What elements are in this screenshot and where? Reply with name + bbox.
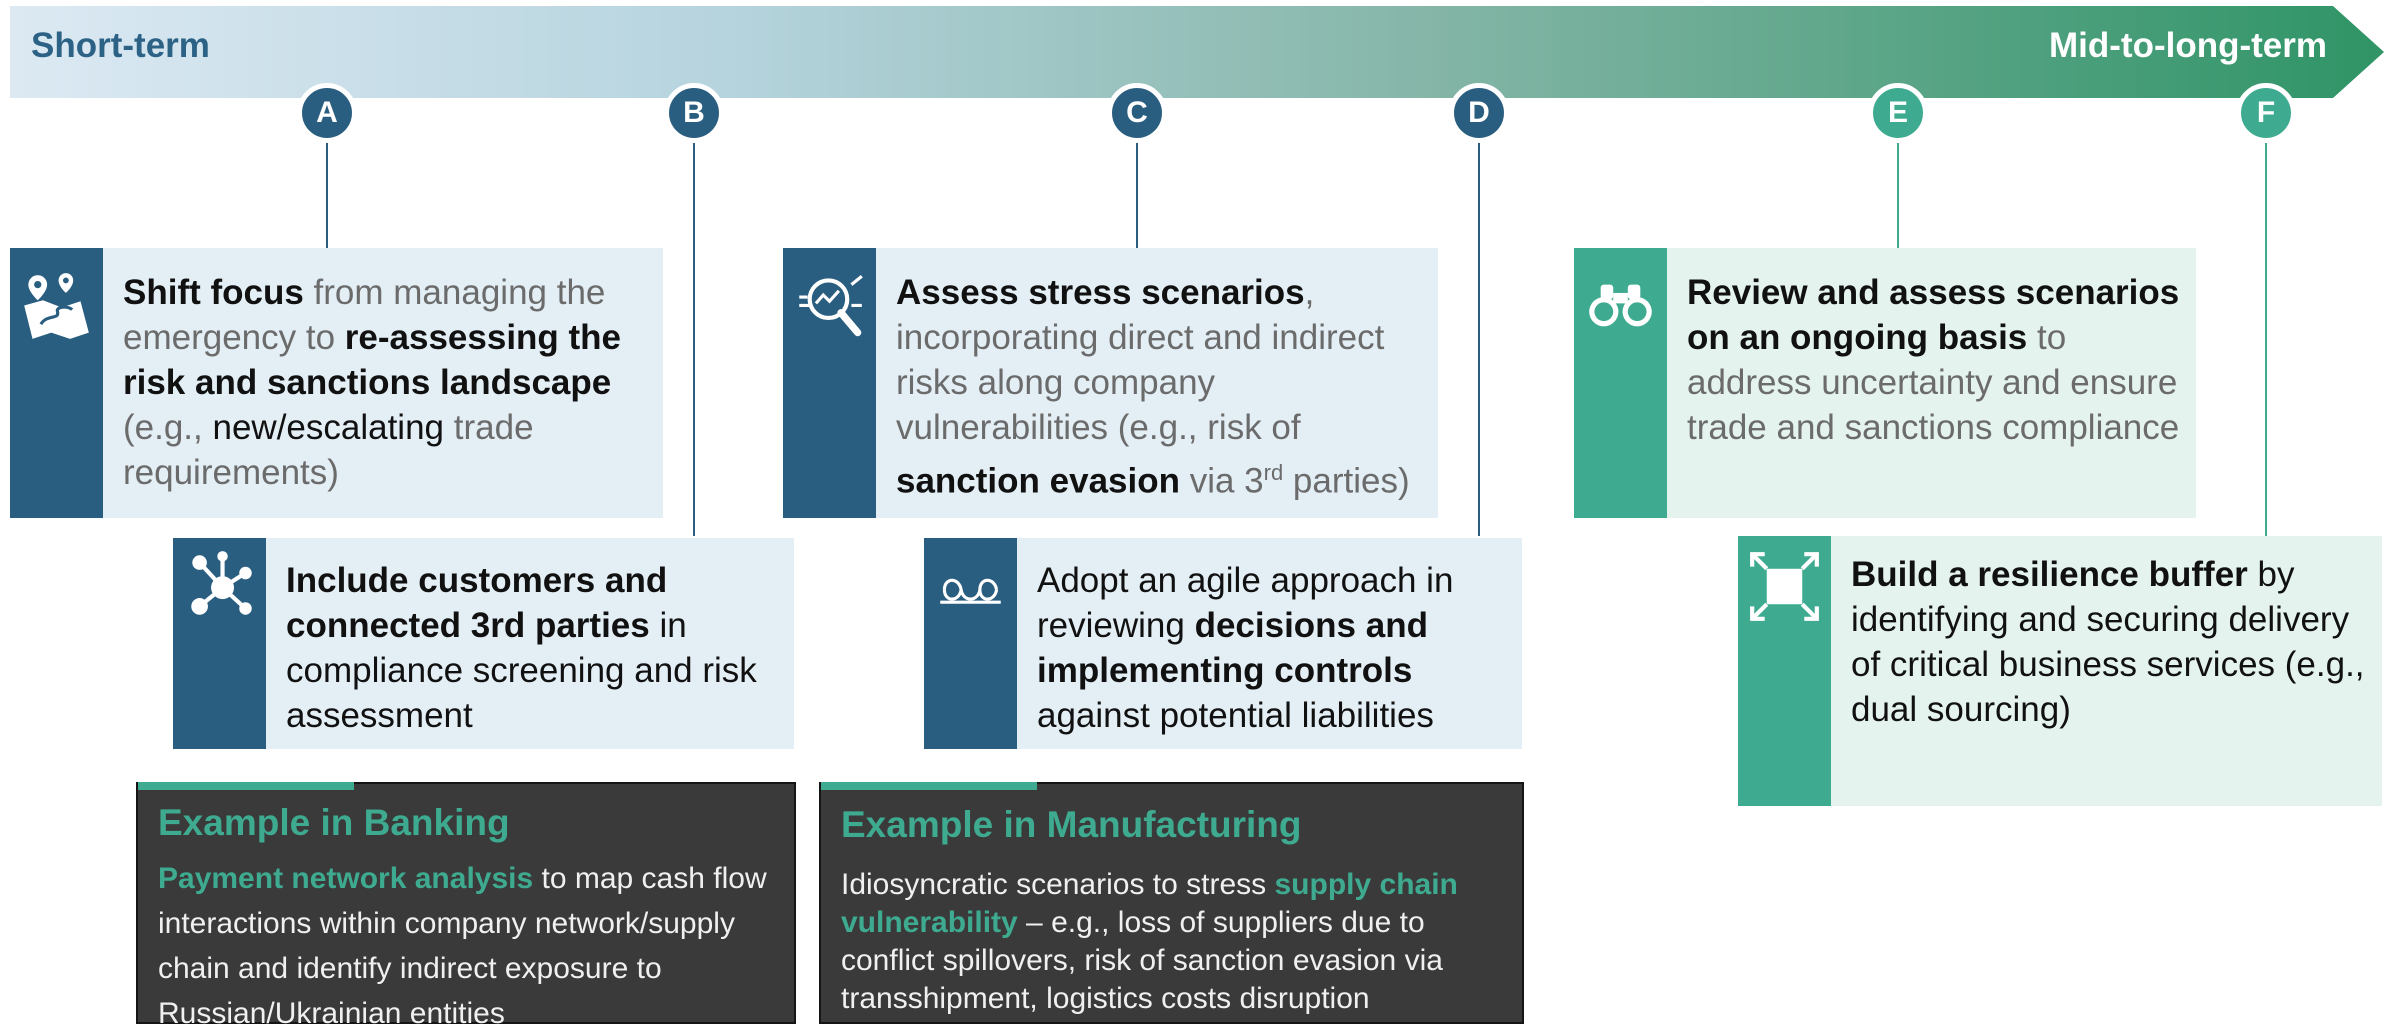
binoculars-icon (1589, 284, 1652, 327)
card-a-text: Shift focus from managing the emergency … (123, 273, 622, 492)
card-f-text: Build a resilience buffer by identifying… (1851, 555, 2365, 729)
marker-e: E (1868, 83, 1928, 143)
connector-line-c (1136, 140, 1138, 248)
card-a: Shift focus from managing the emergency … (10, 248, 663, 518)
timeline-start-label: Short-term (31, 26, 210, 65)
example-banking-body: Payment network analysis to map cash flo… (158, 862, 767, 1030)
connector-line-f (2265, 140, 2267, 536)
connector-line-d (1478, 140, 1480, 536)
marker-f: F (2236, 83, 2296, 143)
timeline-end-label: Mid-to-long-term (2049, 26, 2327, 65)
card-e: Review and assess scenarios on an ongoin… (1574, 248, 2196, 518)
example-manufacturing-body: Idiosyncratic scenarios to stress supply… (841, 868, 1458, 1015)
marker-d: D (1449, 83, 1509, 143)
example-manufacturing-title: Example in Manufacturing (841, 804, 1302, 845)
connector-line-b (693, 140, 695, 536)
example-banking-title: Example in Banking (158, 802, 510, 843)
marker-b: B (664, 83, 724, 143)
card-b: Include customers and connected 3rd part… (173, 538, 794, 749)
card-e-text: Review and assess scenarios on an ongoin… (1687, 273, 2180, 447)
card-f: Build a resilience buffer by identifying… (1738, 536, 2382, 806)
example-manufacturing: Example in Manufacturing Idiosyncratic s… (819, 782, 1524, 1024)
marker-a: A (297, 83, 357, 143)
card-d-text: Adopt an agile approach in reviewing dec… (1037, 561, 1454, 735)
connector-line-e (1897, 140, 1899, 248)
infinity-loop-icon (940, 578, 1001, 604)
card-b-text: Include customers and connected 3rd part… (286, 561, 757, 735)
marker-c: C (1107, 83, 1167, 143)
expand-arrows-icon (1750, 552, 1819, 621)
card-c: Assess stress scenarios, incorporating d… (783, 248, 1438, 518)
example-banking: Example in Banking Payment network analy… (136, 782, 796, 1030)
card-d: Adopt an agile approach in reviewing dec… (924, 538, 1522, 749)
magnifier-chart-icon (799, 275, 863, 337)
connector-line-a (326, 140, 328, 248)
map-pin-icon (24, 273, 89, 339)
network-icon (191, 551, 252, 615)
timeline-arrow (10, 6, 2384, 98)
card-c-text: Assess stress scenarios, incorporating d… (896, 273, 1410, 501)
